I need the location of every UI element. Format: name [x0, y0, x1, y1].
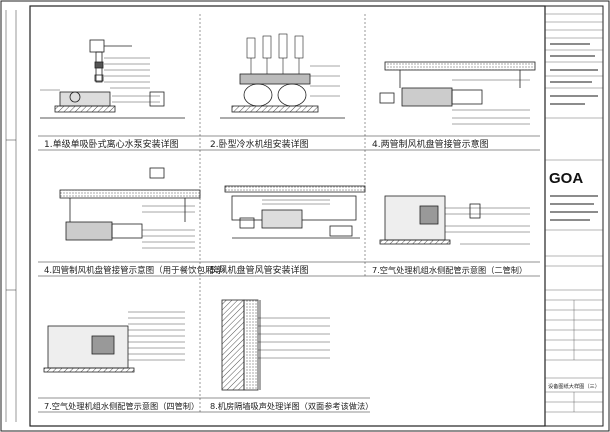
panel-3-fancoil-2pipe — [379, 61, 536, 125]
drawing-title: 设备图纸大样图（三） — [548, 382, 600, 390]
caption-panel-8: 8.机房隔墙吸声处理详图（双面参考该做法） — [210, 401, 373, 411]
caption-panel-6: 7.空气处理机组水侧配管示意图（二管制） — [372, 265, 527, 275]
caption-panel-4: 4.四管制风机盘管接管示意图（用于餐饮包厢等） — [44, 265, 231, 276]
panel-4-fancoil-4pipe — [59, 167, 201, 249]
caption-panel-7: 7.空气处理机组水侧配管示意图（四管制） — [44, 401, 199, 411]
row-3-captions: 7.空气处理机组水侧配管示意图（四管制） 8.机房隔墙吸声处理详图（双面参考该做… — [38, 397, 373, 413]
title-block: GOA 设备图纸大样图（三） — [544, 5, 604, 427]
panel-2-chiller-detail — [220, 33, 345, 119]
caption-panel-3: 4.两管制风机盘管接管示意图 — [372, 138, 489, 150]
caption-panel-5: 5.风机盘管风管安装详图 — [210, 264, 309, 276]
caption-panel-2: 2.卧型冷水机组安装详图 — [210, 138, 309, 150]
panel-6-ahu-2pipe — [379, 195, 530, 245]
row-2-captions: 4.四管制风机盘管接管示意图（用于餐饮包厢等） 5.风机盘管风管安装详图 7.空… — [38, 261, 540, 277]
row-1-captions: 1.单级单吸卧式离心水泵安装详图 2.卧型冷水机组安装详图 4.两管制风机盘管接… — [38, 135, 540, 151]
panel-7-ahu-4pipe — [43, 311, 185, 373]
goa-logo: GOA — [549, 170, 583, 187]
panel-8-wall-acoustic — [221, 299, 330, 391]
panel-5-fancoil-duct — [224, 185, 366, 239]
binding-margin — [5, 10, 17, 422]
panel-1-pump-detail — [40, 39, 185, 119]
caption-panel-1: 1.单级单吸卧式离心水泵安装详图 — [44, 138, 179, 150]
